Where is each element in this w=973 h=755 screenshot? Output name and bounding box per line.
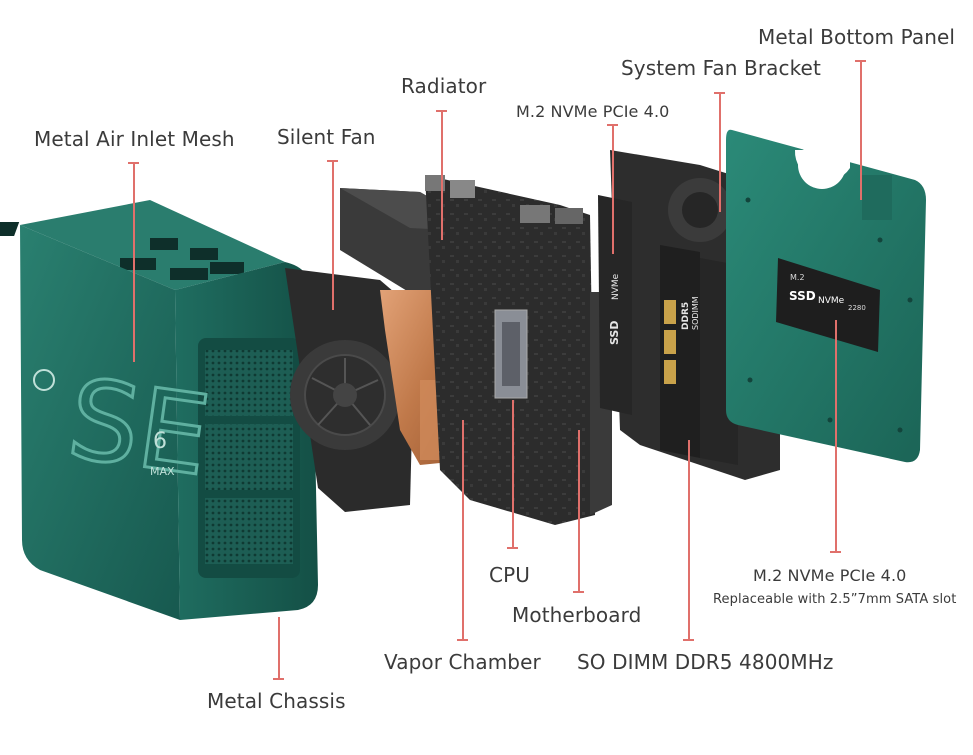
ssd-bottom-nvme: NVMe [818,296,845,306]
ram-label-ddr5: DDR5 [681,302,691,330]
leader-vapor-chamber [462,420,464,640]
chassis-logo-text: SE [61,354,217,500]
leader-motherboard [578,430,580,592]
leader-tick [457,639,468,641]
leader-m2-top [612,124,614,254]
silent-fan [285,268,415,512]
leader-tick [855,60,866,62]
leader-tick [507,547,518,549]
leader-tick [830,551,841,553]
metal-chassis: SE 6 MAX [0,200,318,620]
leader-tick [714,92,725,94]
leader-sodimm [688,440,690,640]
ssd-top-label: SSD [608,321,621,345]
label-m2-bottom: M.2 NVMe PCIe 4.0 [753,566,907,585]
ssd-bottom-size: 2280 [848,304,866,312]
leader-metal-chassis [278,617,280,679]
leader-system-fan-bracket [719,92,721,212]
m2-ssd-top: SSD NVMe [598,195,632,415]
leader-tick [573,591,584,593]
brand-logo-icon [33,369,55,391]
ssd-bottom-m2: M.2 [790,273,805,282]
label-m2-top: M.2 NVMe PCIe 4.0 [516,102,670,121]
leader-m2-bottom [835,320,837,552]
label-silent-fan: Silent Fan [277,125,376,149]
leader-tick [128,162,139,164]
leader-tick [327,160,338,162]
ram-label-sodimm: SODIMM [691,296,700,330]
chassis-model-number: 6 [153,429,167,454]
ssd-bottom-label: SSD [789,289,816,303]
leader-metal-bottom-panel [860,60,862,200]
label-motherboard: Motherboard [512,603,642,627]
label-metal-chassis: Metal Chassis [207,689,346,713]
leader-tick [436,110,447,112]
leader-metal-air-inlet-mesh [133,162,135,362]
label-m2-bottom-sub: Replaceable with 2.5”7mm SATA slot [713,592,957,607]
chassis-model-suffix: MAX [150,465,175,478]
label-sodimm: SO DIMM DDR5 4800MHz [577,650,834,674]
label-metal-air-inlet-mesh: Metal Air Inlet Mesh [34,127,235,151]
m2-ssd-bottom: M.2 SSD NVMe 2280 [776,258,880,352]
leader-tick [607,124,618,126]
label-metal-bottom-panel: Metal Bottom Panel [758,25,956,49]
label-radiator: Radiator [401,74,487,98]
ssd-top-nvme: NVMe [611,273,621,300]
motherboard [425,175,612,525]
label-cpu: CPU [489,563,530,587]
leader-silent-fan [332,160,334,310]
leader-cpu [512,400,514,548]
label-vapor-chamber: Vapor Chamber [384,650,541,674]
label-system-fan-bracket: System Fan Bracket [621,56,821,80]
leader-tick [273,678,284,680]
leader-tick [683,639,694,641]
leader-radiator [441,110,443,240]
